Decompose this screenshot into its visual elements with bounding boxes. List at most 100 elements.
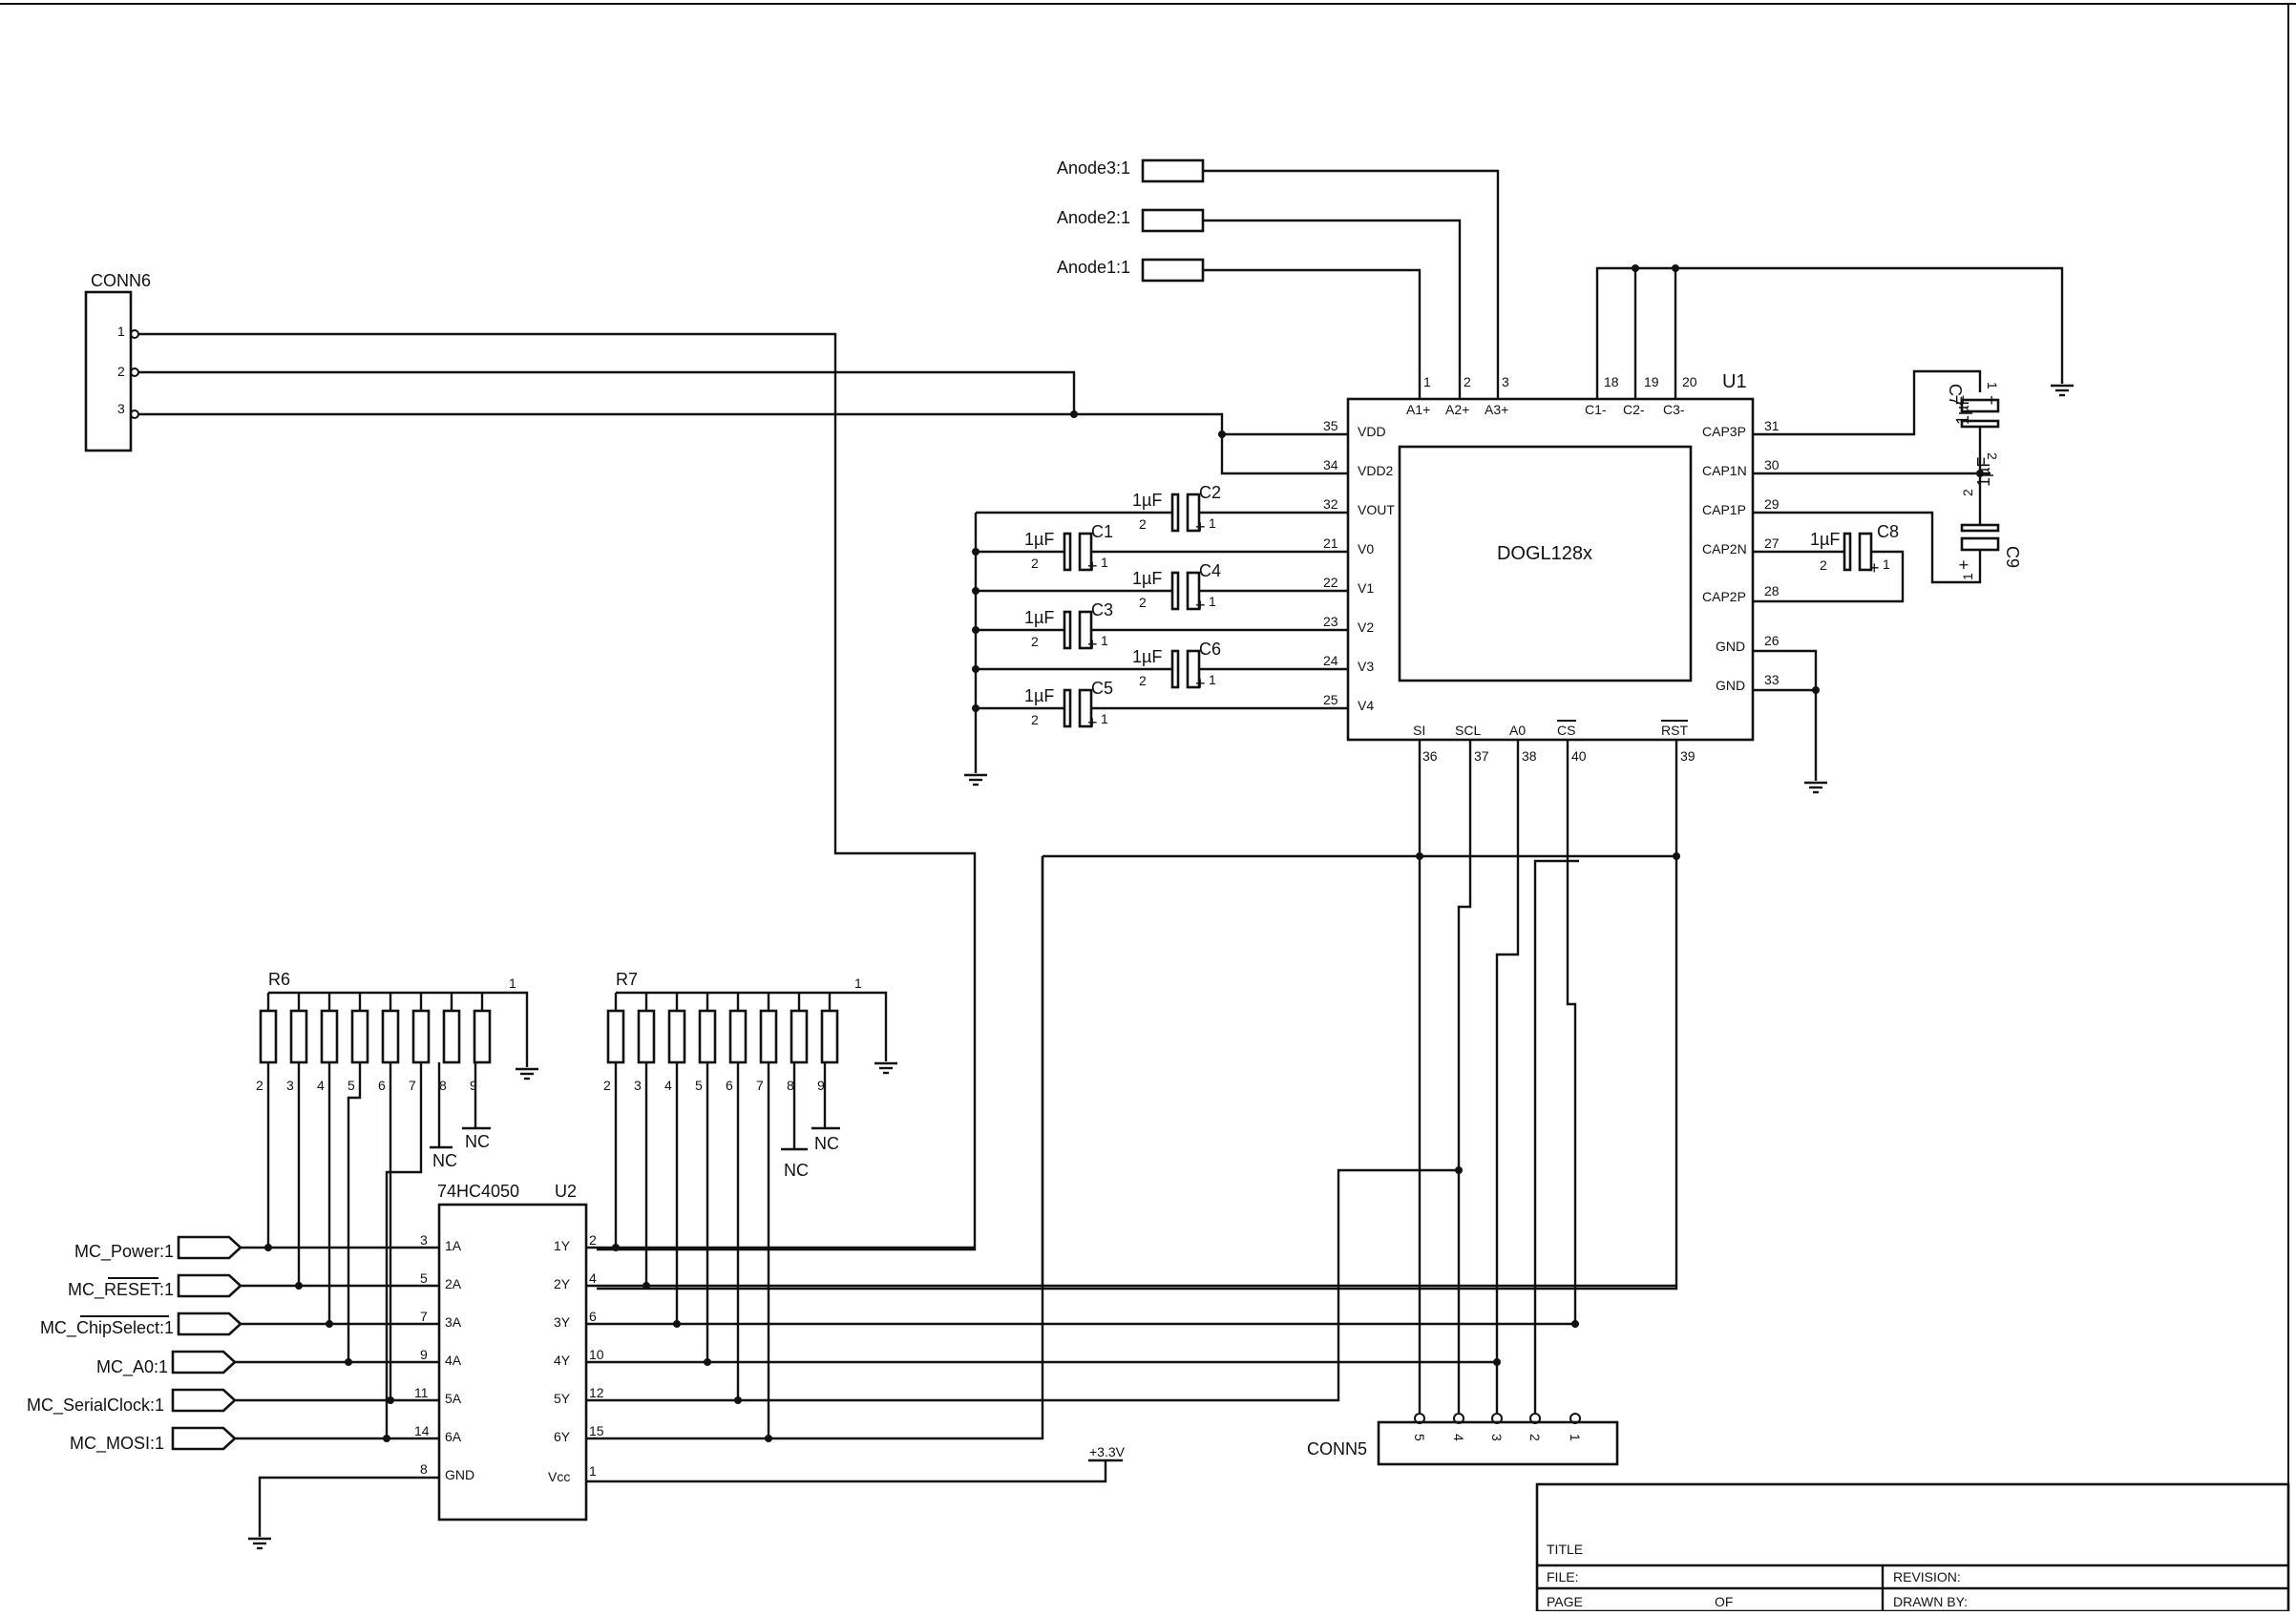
anode1-port — [1141, 258, 1205, 283]
u1-pin-name-v4: V4 — [1358, 698, 1374, 713]
c3-plate — [1063, 610, 1072, 650]
u1-pin-num-3: 3 — [1502, 374, 1509, 389]
conn5-connector: CONN5 5 4 3 2 1 — [1307, 1413, 1619, 1466]
c-minus-ground-net — [1595, 264, 2074, 399]
conn6-pin-3: 3 — [117, 401, 125, 416]
u2-pin-num-1: 1 — [589, 1463, 597, 1479]
u2-pin-name-6y: 6Y — [554, 1429, 571, 1444]
u1-pin-name-vdd2: VDD2 — [1358, 463, 1394, 478]
c9-pin-2: 2 — [1960, 489, 1975, 496]
wire-cs — [1566, 740, 1577, 1327]
r6-nc-8: NC — [432, 1151, 457, 1170]
u1-pin-name-a2: A2+ — [1445, 402, 1469, 417]
u1-pin-name-a3: A3+ — [1485, 402, 1508, 417]
r7-resistor-bodies — [606, 993, 839, 1064]
wire-u2-vcc — [586, 1460, 1107, 1483]
ground-symbol — [874, 1061, 897, 1075]
u2-pin-num-3: 3 — [420, 1232, 428, 1248]
u1-pin-name-cap3p: CAP3P — [1702, 424, 1746, 439]
wire-u2-gnd — [258, 1476, 439, 1537]
c4-value: 1µF — [1132, 569, 1162, 588]
r6-pin-7: 7 — [409, 1078, 416, 1093]
u1-bottom-nets — [597, 740, 1680, 1413]
wire-vdd2 — [1220, 434, 1348, 475]
mc-port-a0 — [171, 1350, 237, 1375]
u1-pin-num-35: 35 — [1323, 418, 1338, 433]
conn5-pin-5: 5 — [1412, 1434, 1427, 1441]
page-label: PAGE — [1547, 1594, 1583, 1609]
u2-pin-num-14: 14 — [414, 1423, 430, 1438]
conn6-body — [84, 290, 133, 452]
c9-plus: + — [1954, 559, 1973, 570]
mc-port-power — [177, 1235, 242, 1260]
r7-ref: R7 — [616, 970, 638, 989]
u1-pin-name-c1: C1- — [1585, 402, 1607, 417]
wire-rst-to-u2-2y — [597, 740, 1678, 1291]
u2-pin-num-6: 6 — [589, 1309, 597, 1324]
c1-pin-2: 2 — [1031, 556, 1039, 571]
junction-dot — [972, 587, 979, 595]
c8-plus: + — [1869, 558, 1880, 577]
r6-resistor-2 — [259, 1009, 278, 1064]
conn5-pin1-terminal — [1569, 1413, 1581, 1424]
anode3-port — [1141, 158, 1205, 183]
c1-ref: C1 — [1091, 522, 1113, 541]
junction-dot — [1976, 470, 1984, 477]
anode2-label: Anode2:1 — [1057, 208, 1130, 227]
conn5-pin-3: 3 — [1489, 1434, 1505, 1441]
u2-pin-name-3a: 3A — [445, 1314, 462, 1330]
u1-pin-num-37: 37 — [1474, 748, 1489, 764]
conn5-pin4-terminal — [1453, 1413, 1464, 1424]
u1-pin-name-c3: C3- — [1663, 402, 1685, 417]
c8-plate — [1843, 532, 1852, 572]
u1-pin-name-cap1p: CAP1P — [1702, 502, 1746, 517]
c8-value: 1µF — [1810, 530, 1840, 549]
c8-pin-1: 1 — [1883, 556, 1890, 572]
wire-a0-to-conn5-3 — [1495, 740, 1520, 1413]
mc-port-serialclock-label: MC_SerialClock:1 — [27, 1396, 164, 1416]
r6-common-pin: 1 — [509, 976, 516, 991]
r7-resistor-2 — [606, 1009, 625, 1064]
r6-resistor-array: R6 1 2 3 4 5 6 7 8 9 NC NC — [256, 970, 538, 1170]
junction-dot — [765, 1435, 772, 1442]
c4-pin-2: 2 — [1139, 595, 1147, 610]
u1-pin-num-25: 25 — [1323, 692, 1338, 707]
u1-display-module: DOGL128x U1 A1+ A2+ A3+ C1- C2- C3- 1 2 … — [1323, 371, 1780, 764]
u1-pin-name-cs: CS — [1557, 723, 1575, 738]
wire-conn6-pin1-to-u2-1y — [138, 332, 977, 1251]
r6-pin-8: 8 — [439, 1078, 447, 1093]
u1-pin-num-32: 32 — [1323, 496, 1338, 512]
junction-dot — [1070, 410, 1078, 418]
u2-pin-name-2y: 2Y — [554, 1276, 571, 1291]
c6-plate — [1170, 649, 1180, 689]
r6-pin-5: 5 — [348, 1078, 355, 1093]
c5-value: 1µF — [1024, 686, 1054, 705]
c9-pin-1: 1 — [1960, 573, 1975, 580]
u2-pin-num-7: 7 — [420, 1309, 428, 1324]
u1-pin-num-39: 39 — [1680, 748, 1696, 764]
c2-value: 1µF — [1132, 491, 1162, 510]
c8-pin-2: 2 — [1820, 557, 1827, 573]
u1-pin-name-a0: A0 — [1509, 723, 1526, 738]
wire-u1-gnd — [1753, 649, 1818, 781]
u1-pin-num-30: 30 — [1764, 457, 1780, 472]
c3-value: 1µF — [1024, 608, 1054, 627]
wire-conn5-2 — [1533, 859, 1579, 1413]
r7-resistor-4 — [667, 1009, 686, 1064]
u2-pin-name-5y: 5Y — [554, 1391, 571, 1406]
r7-pin-8: 8 — [787, 1078, 794, 1093]
ground-symbol — [964, 773, 987, 787]
u2-pin-num-5: 5 — [420, 1270, 428, 1286]
c7-pin-2: 2 — [1985, 452, 2000, 460]
r6-pin-2: 2 — [256, 1078, 263, 1093]
r7-pin-5: 5 — [695, 1078, 703, 1093]
anode1-label: Anode1:1 — [1057, 258, 1130, 277]
u1-pin-name-c2: C2- — [1623, 402, 1645, 417]
c5-pin-1: 1 — [1101, 711, 1108, 726]
u1-pin-num-38: 38 — [1522, 748, 1537, 764]
c7-value: 1µF — [1953, 395, 1972, 425]
mc-port-chipselect — [177, 1312, 242, 1336]
u1-pin-name-v1: V1 — [1358, 580, 1374, 596]
r6-nc-9: NC — [465, 1132, 490, 1151]
c1-plate — [1063, 532, 1072, 572]
